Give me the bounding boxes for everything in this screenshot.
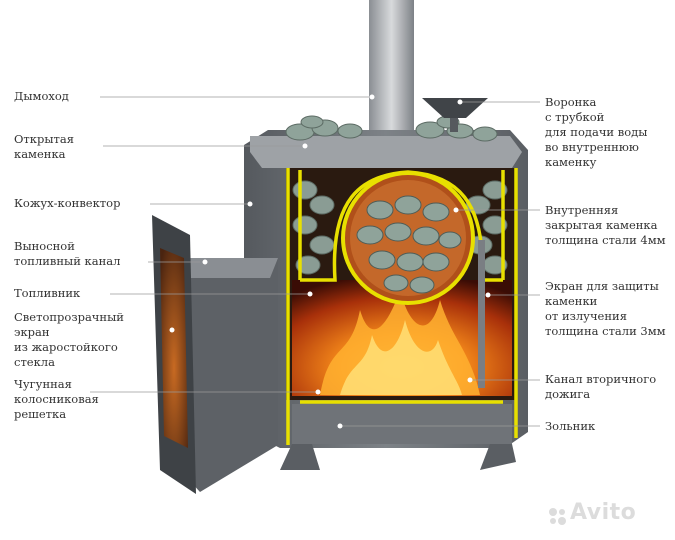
ash-pan <box>292 404 512 444</box>
chimney-pipe <box>369 0 414 150</box>
label-convector-casing: Кожух-конвектор <box>14 196 121 210</box>
label-open-heater: Открытая каменка <box>14 132 74 161</box>
heater-screen-rod <box>478 240 485 388</box>
label-firebox: Топливник <box>14 286 81 300</box>
label-cast-iron-grate: Чугунная колосниковая решетка <box>14 377 99 421</box>
leader-dots <box>169 94 491 429</box>
avito-logo-icon <box>549 508 566 525</box>
remote-fuel-channel <box>180 258 278 492</box>
top-tray <box>250 136 522 168</box>
water-funnel <box>422 98 488 118</box>
yellow-outlines <box>286 168 518 445</box>
leader-lines <box>90 96 540 427</box>
label-water-funnel: Воронка с трубкой для подачи воды во вну… <box>545 95 648 169</box>
inner-stones <box>356 195 462 294</box>
label-remote-fuel-channel: Выносной топливный канал <box>14 239 121 268</box>
label-glass-screen: Светопрозрачный экран из жаростойкого ст… <box>14 310 124 369</box>
label-heater-screen: Экран для защиты каменки от излучения то… <box>545 279 666 338</box>
glass-screen <box>160 248 188 448</box>
watermark: Avito <box>570 500 637 525</box>
label-chimney: Дымоход <box>14 89 69 103</box>
label-inner-closed-heater: Внутренняя закрытая каменка толщина стал… <box>545 203 666 247</box>
label-afterburn-channel: Канал вторичного дожига <box>545 372 657 401</box>
label-ash-pan: Зольник <box>545 419 596 433</box>
top-stones <box>285 115 498 142</box>
